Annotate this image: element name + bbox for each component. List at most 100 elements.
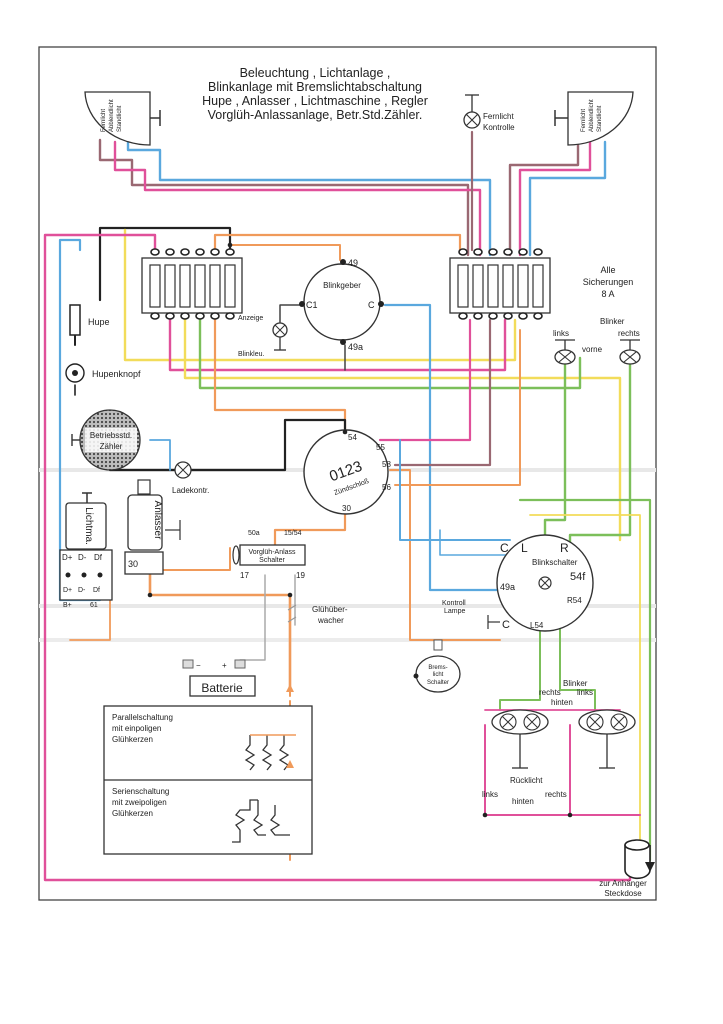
blinkschalter: C L R Blinkschalter 49a 54f R54 L54 Kont… bbox=[442, 534, 594, 632]
wire-pink-mid bbox=[168, 318, 507, 372]
wire-green-blinker-left bbox=[198, 318, 582, 390]
lichtma-lower-d-plus: D+ bbox=[63, 587, 72, 594]
blinker-front-links: links bbox=[553, 329, 569, 338]
wire-blue-c bbox=[399, 439, 511, 541]
headlight-right-label-3: Standlicht bbox=[597, 105, 603, 132]
headlight-right: Fernlicht Abblendlicht Standlicht bbox=[554, 91, 634, 146]
vorglueh-50a: 50a bbox=[248, 530, 260, 537]
blinkschalter-49a: 49a bbox=[500, 582, 515, 592]
anhaenger-steckdose: zur Anhänger Steckdose bbox=[599, 839, 655, 898]
blinkschalter-l: L bbox=[521, 541, 528, 555]
title-line-3: Hupe , Anlasser , Lichtmaschine , Regler bbox=[202, 94, 428, 108]
wire-blue-right-headlight bbox=[528, 140, 607, 257]
hupenknopf-label: Hupenknopf bbox=[92, 369, 141, 379]
lichtma-name: Lichtma. bbox=[83, 507, 94, 545]
lichtma-61: 61 bbox=[90, 602, 98, 609]
wire-yellow-fuse bbox=[123, 228, 517, 362]
blinkgeber-terminal-c1: C1 bbox=[306, 300, 318, 310]
zuendschloss-30: 30 bbox=[342, 504, 351, 513]
zuendschloss-56: 56 bbox=[382, 483, 391, 492]
vorglueh-1554: 15/54 bbox=[284, 530, 302, 537]
diagram-frame bbox=[38, 46, 657, 901]
serien-label-1: Serienschaltung bbox=[112, 787, 169, 796]
blinkgeber-terminal-c: C bbox=[368, 300, 375, 310]
vorglueh-17: 17 bbox=[240, 571, 249, 580]
lichtma-d-plus: D+ bbox=[62, 553, 73, 562]
kontroll-lampe-2: Lampe bbox=[444, 608, 466, 615]
blinker-hinten-title: Blinker bbox=[563, 679, 588, 688]
blinkgeber-label: Blinkgeber bbox=[323, 281, 361, 290]
kontroll-lampe-1: Kontroll bbox=[442, 600, 466, 607]
fuse-note-line-1: Alle bbox=[600, 265, 615, 275]
rear-light-right bbox=[578, 709, 636, 769]
batterie-minus: − bbox=[196, 661, 201, 670]
blinkgeber-terminal-49: 49 bbox=[348, 258, 358, 268]
wire-brown-left-headlight bbox=[98, 138, 470, 257]
wire-blue-left-headlight bbox=[126, 140, 492, 257]
brems-label-2: licht bbox=[433, 672, 444, 678]
wire-orange-56 bbox=[394, 329, 521, 486]
wire-brown-58 bbox=[393, 318, 492, 467]
lichtma-lower-df: Df bbox=[93, 587, 100, 594]
ruecklicht-labels: Rücklicht links rechts hinten bbox=[482, 776, 567, 806]
fuse-note: Alle Sicherungen 8 A bbox=[583, 265, 634, 299]
anzeige-blinkleuchte: Anzeige Blinkleu. bbox=[238, 315, 288, 358]
fuse-note-line-3: 8 A bbox=[601, 289, 614, 299]
wire-starter-switch bbox=[159, 547, 231, 571]
fernlicht-kontrolle-label-2: Kontrolle bbox=[483, 123, 515, 132]
blinkschalter-r: R bbox=[560, 541, 569, 555]
lichtma-lower-d-minus: D- bbox=[78, 587, 86, 594]
bremslichtschalter: Brems- licht Schalter bbox=[413, 639, 461, 693]
gluehueberwacher-label-1: Glühüber- bbox=[312, 605, 348, 614]
blinker-hinten-hinten: hinten bbox=[551, 698, 573, 707]
ladekontrolle: Ladekontr. bbox=[172, 461, 209, 495]
anlasser: Anlasser 30 bbox=[124, 479, 181, 575]
wire-brown-right-headlight bbox=[508, 140, 580, 257]
wire-green-vorne-rechts bbox=[568, 358, 632, 547]
wire-blue-l bbox=[439, 529, 516, 556]
ruecklicht-label-1: Rücklicht bbox=[510, 776, 543, 785]
headlight-left-label-2: Abblendlicht bbox=[109, 99, 115, 132]
brems-label-3: Schalter bbox=[427, 680, 449, 686]
blinkgeber: Blinkgeber 49 49a C1 C bbox=[299, 258, 384, 352]
headlight-left: Fernlicht Abblendlicht Standlicht bbox=[84, 91, 161, 146]
headlight-left-label-1: Fernlicht bbox=[101, 109, 107, 132]
lichtma-b-plus: B+ bbox=[63, 602, 72, 609]
blinker-front-title: Blinker bbox=[600, 317, 625, 326]
wire-yellow-right bbox=[183, 318, 622, 542]
wire-green-hinten-links bbox=[499, 624, 541, 711]
batterie-label: Batterie bbox=[201, 681, 243, 695]
wire-pink-left-headlight bbox=[113, 140, 482, 257]
headlight-left-label-3: Standlicht bbox=[117, 105, 123, 132]
hupe-label: Hupe bbox=[88, 317, 110, 327]
blinker-front-right-lamp bbox=[619, 339, 641, 365]
parallel-label-2: mit einpoligen bbox=[112, 724, 161, 733]
blinkschalter-c: C bbox=[500, 541, 509, 555]
ruecklicht-links: links bbox=[482, 790, 498, 799]
lichtma-d-minus: D- bbox=[78, 553, 87, 562]
junction-dots bbox=[147, 242, 573, 818]
serien-label-2: mit zweipoligen bbox=[112, 798, 167, 807]
anhaenger-label-1: zur Anhänger bbox=[599, 879, 647, 888]
zuendschloss-58: 58 bbox=[382, 460, 391, 469]
blinkschalter-54f: 54f bbox=[570, 571, 586, 583]
wire-pink-55 bbox=[378, 318, 472, 442]
wire-yellow-anhaenger bbox=[529, 514, 641, 861]
vorglueh-name: Vorglüh-Anlass bbox=[248, 549, 296, 556]
anlasser-30: 30 bbox=[128, 559, 138, 569]
blinker-hinten-links: links bbox=[577, 688, 593, 697]
blinker-front-rechts: rechts bbox=[618, 329, 640, 338]
wire-green-hinten-rechts bbox=[559, 624, 596, 711]
parallel-label-1: Parallelschaltung bbox=[112, 713, 173, 722]
diagram-title: Beleuchtung , Lichtanlage , Blinkanlage … bbox=[202, 66, 428, 122]
anhaenger-label-2: Steckdose bbox=[604, 889, 642, 898]
headlight-right-label-2: Abblendlicht bbox=[589, 99, 595, 132]
ruecklicht-rechts: rechts bbox=[545, 790, 567, 799]
blinkschalter-r54: R54 bbox=[567, 596, 582, 605]
rear-light-left bbox=[491, 709, 549, 769]
parallel-label-3: Glühkerzen bbox=[112, 735, 153, 744]
wire-pink-right-headlight bbox=[518, 140, 592, 257]
blinkgeber-terminal-49a: 49a bbox=[348, 342, 363, 352]
hupenknopf: Hupenknopf bbox=[65, 363, 141, 383]
